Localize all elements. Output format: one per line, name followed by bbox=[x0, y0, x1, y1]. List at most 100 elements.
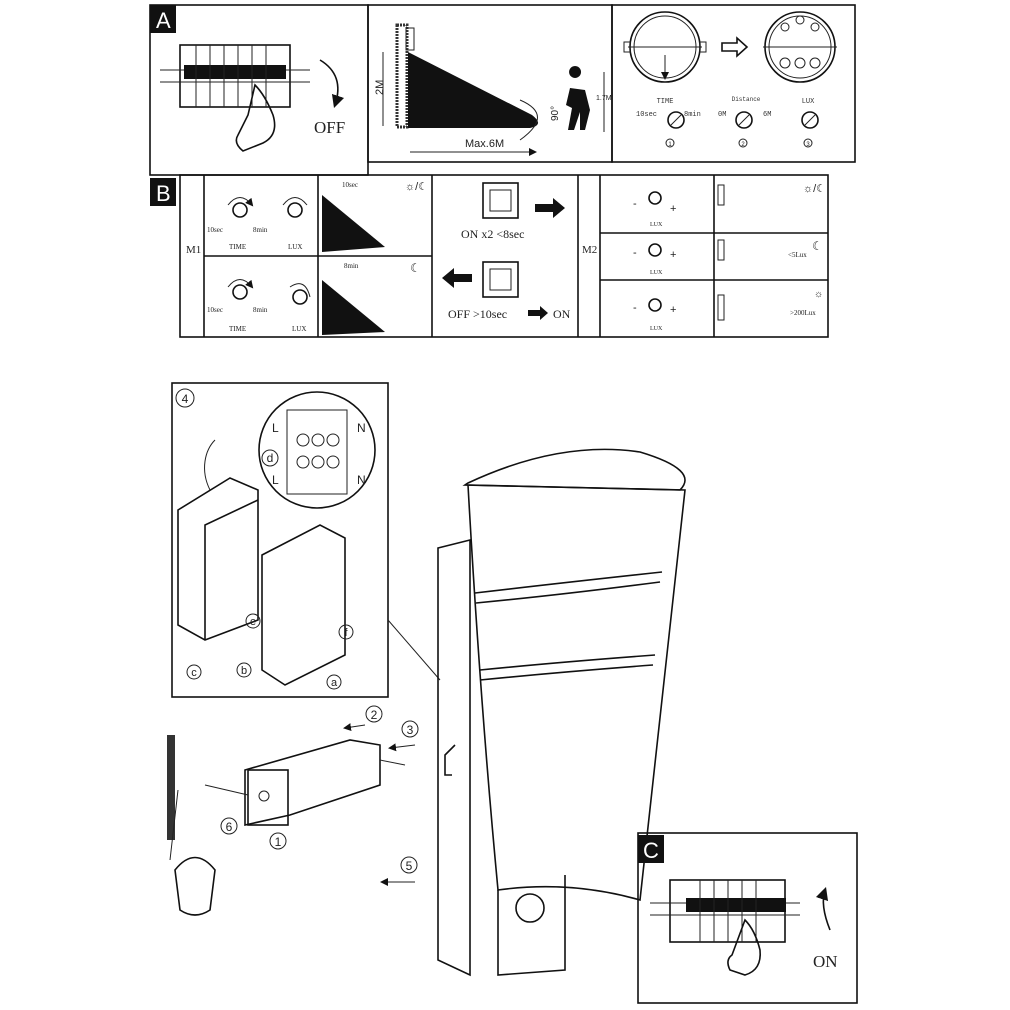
svg-text:TIME: TIME bbox=[229, 243, 246, 251]
breaker-icon bbox=[160, 44, 310, 152]
svg-text:N: N bbox=[357, 473, 366, 487]
section-c: C ON bbox=[637, 832, 858, 1004]
svg-text:c: c bbox=[191, 667, 197, 679]
breaker-icon bbox=[650, 879, 800, 976]
svg-text:10sec: 10sec bbox=[342, 181, 358, 189]
m2-label: M2 bbox=[582, 244, 597, 256]
distance-label: Max.6M bbox=[465, 138, 504, 150]
wall-plug-zoom bbox=[174, 856, 216, 916]
section-c-label: C bbox=[643, 838, 659, 863]
height-label: 2M bbox=[374, 80, 386, 95]
svg-text:LUX: LUX bbox=[292, 325, 306, 333]
wall-switch-icon bbox=[482, 182, 519, 219]
detection-range-diagram: 2M Max.6M 90° 1.7M bbox=[374, 23, 612, 156]
sun-moon-icon: ☼/☾ bbox=[803, 183, 826, 195]
m1-row-2: 10sec 8min TIME LUX 8min ☾ bbox=[207, 261, 421, 335]
svg-text:L: L bbox=[272, 473, 279, 487]
wall-lamp bbox=[437, 448, 686, 977]
section-b: B M1 10sec 8min TIME LUX 10sec ☼/☾ 10sec… bbox=[150, 174, 829, 338]
svg-text:6M: 6M bbox=[763, 111, 771, 119]
svg-text:10sec: 10sec bbox=[207, 306, 223, 314]
sun-icon: ☼ bbox=[814, 289, 823, 300]
svg-text:5: 5 bbox=[406, 859, 413, 873]
svg-text:8min: 8min bbox=[684, 111, 701, 119]
svg-text:e: e bbox=[250, 616, 256, 628]
svg-text:+: + bbox=[670, 203, 676, 215]
step-4-number: 4 bbox=[182, 392, 189, 406]
moon-icon: ☾ bbox=[812, 239, 823, 253]
svg-text:>200Lux: >200Lux bbox=[790, 309, 816, 317]
m2-row-2: -+ LUX <5Lux ☾ bbox=[633, 239, 823, 276]
arrow-left-icon bbox=[442, 268, 472, 288]
svg-text:L: L bbox=[272, 421, 279, 435]
terminal-block-zoom bbox=[258, 391, 376, 509]
junction-box bbox=[177, 477, 259, 641]
then-on-text: ON bbox=[553, 307, 571, 321]
svg-text:-: - bbox=[633, 198, 637, 210]
sun-moon-icon: ☼/☾ bbox=[405, 181, 428, 193]
svg-text:LUX: LUX bbox=[288, 243, 302, 251]
person-icon bbox=[566, 66, 590, 130]
svg-text:LUX: LUX bbox=[802, 98, 815, 106]
svg-text:LUX: LUX bbox=[650, 222, 663, 228]
motion-sensor bbox=[515, 893, 545, 923]
section-a: A OFF 2M Max.6M 90° bbox=[149, 4, 856, 176]
svg-text:1: 1 bbox=[275, 835, 282, 849]
svg-text:LUX: LUX bbox=[650, 326, 663, 332]
m2-row-3: - + LUX ☼ >200Lux bbox=[633, 289, 823, 332]
on-label: ON bbox=[813, 952, 838, 971]
sensor-cover-diagram bbox=[623, 11, 837, 83]
svg-text:+: + bbox=[670, 249, 676, 261]
rotate-arrow-icon bbox=[815, 886, 831, 931]
svg-text:8min: 8min bbox=[253, 306, 268, 314]
svg-text:f: f bbox=[344, 627, 348, 639]
dial-lux[interactable]: LUX 3 bbox=[801, 98, 819, 148]
mounting-bracket: 1 2 3 5 6 bbox=[167, 705, 419, 916]
section-b-label: B bbox=[156, 181, 171, 206]
svg-text:10sec: 10sec bbox=[207, 226, 223, 234]
svg-text:2: 2 bbox=[741, 142, 745, 148]
m1-row-1: 10sec 8min TIME LUX 10sec ☼/☾ bbox=[207, 181, 428, 252]
svg-text:8min: 8min bbox=[253, 226, 268, 234]
svg-text:-: - bbox=[633, 302, 637, 314]
dial-time[interactable]: TIME 10sec 8min 1 bbox=[636, 98, 701, 148]
off-text: OFF >10sec bbox=[448, 307, 507, 321]
svg-text:1: 1 bbox=[668, 142, 672, 148]
switch-instructions: ON x2 <8sec OFF >10sec ON bbox=[442, 182, 571, 321]
svg-text:TIME: TIME bbox=[657, 98, 674, 106]
moon-icon: ☾ bbox=[410, 261, 421, 275]
m1-label: M1 bbox=[186, 244, 201, 256]
dial-distance[interactable]: Distance 0M 6M 2 bbox=[718, 96, 771, 148]
svg-text:d: d bbox=[267, 451, 274, 465]
on-x2-text: ON x2 <8sec bbox=[461, 227, 524, 241]
m2-row-1: - + LUX ☼/☾ bbox=[633, 183, 826, 228]
wiring-detail: 4 L N L N d a b c e f bbox=[171, 382, 441, 698]
svg-text:2: 2 bbox=[371, 708, 378, 722]
svg-text:6: 6 bbox=[226, 820, 233, 834]
section-c-badge bbox=[638, 835, 664, 863]
panel-sensor-settings bbox=[611, 4, 856, 163]
svg-text:+: + bbox=[670, 304, 676, 316]
person-height-label: 1.7M bbox=[596, 95, 612, 102]
svg-text:LUX: LUX bbox=[650, 270, 663, 276]
svg-text:3: 3 bbox=[407, 723, 414, 737]
angle-label: 90° bbox=[550, 106, 561, 121]
svg-text:8min: 8min bbox=[344, 262, 359, 270]
rotate-arrow-icon bbox=[319, 59, 345, 109]
arrow-right-icon bbox=[535, 198, 565, 218]
svg-text:a: a bbox=[331, 677, 338, 689]
arrow-right-icon bbox=[721, 36, 749, 58]
svg-text:3: 3 bbox=[806, 142, 810, 148]
junction-box-cover bbox=[261, 524, 346, 686]
section-b-badge bbox=[150, 178, 176, 206]
section-a-label: A bbox=[156, 8, 171, 33]
svg-text:N: N bbox=[357, 421, 366, 435]
arrow-right-icon bbox=[528, 306, 548, 320]
svg-text:<5Lux: <5Lux bbox=[788, 251, 807, 259]
wall-switch-icon bbox=[482, 261, 519, 298]
off-label: OFF bbox=[314, 118, 345, 137]
svg-text:0M: 0M bbox=[718, 111, 726, 119]
svg-text:Distance: Distance bbox=[732, 96, 761, 103]
svg-text:TIME: TIME bbox=[229, 325, 246, 333]
